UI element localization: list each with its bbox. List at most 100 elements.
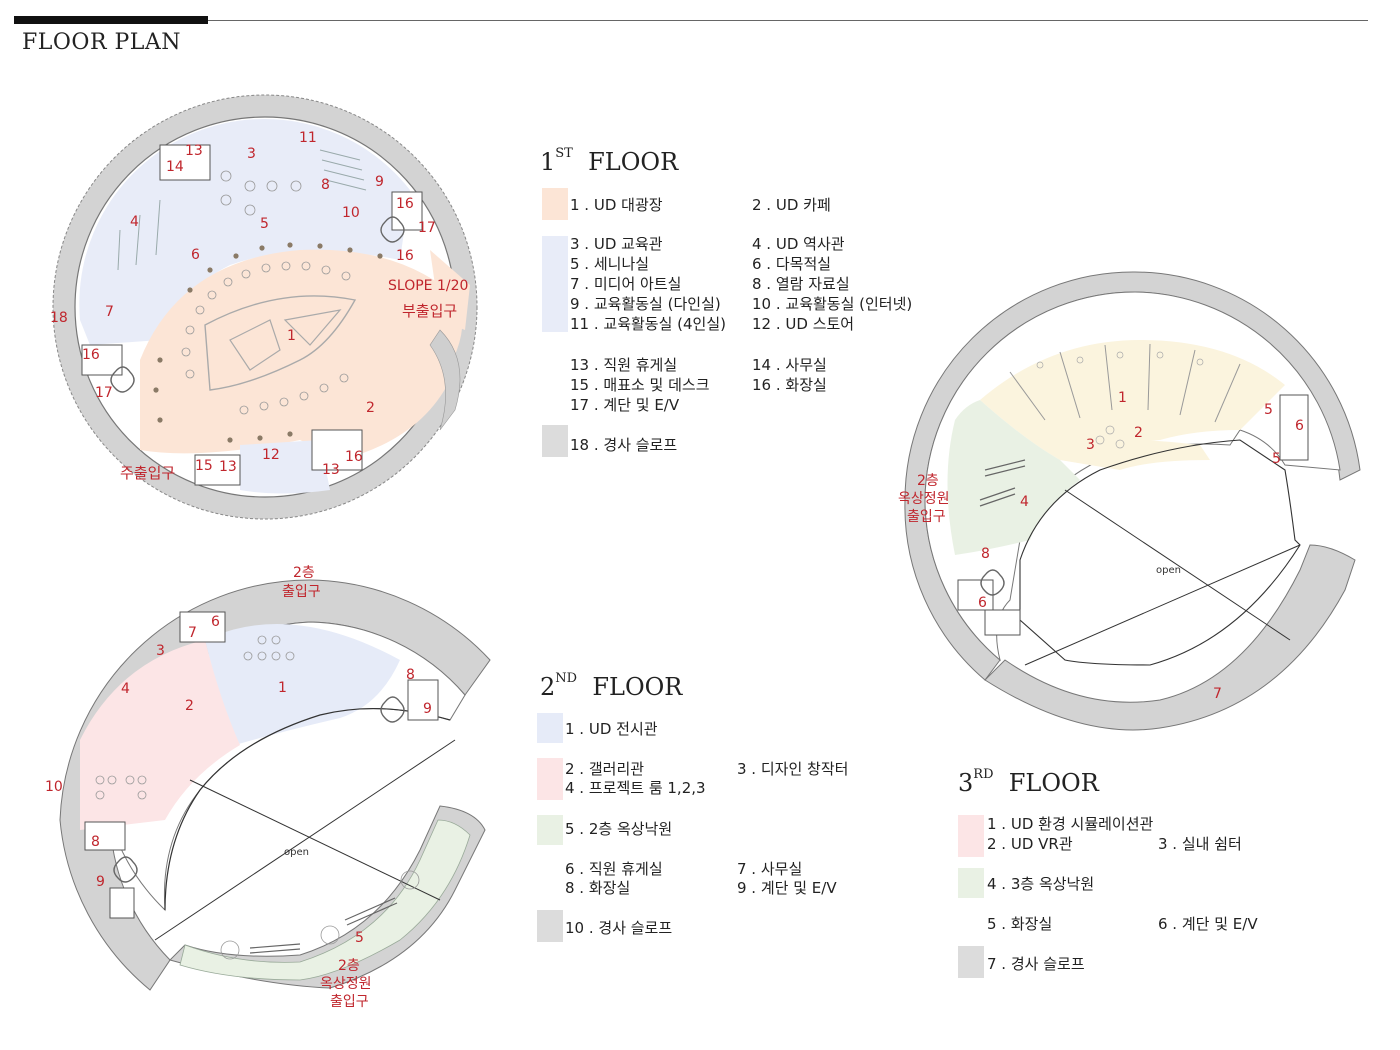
floor2-heading-sup: ND <box>555 671 578 686</box>
f1-label-13a: 13 <box>185 143 203 159</box>
floor1-swatch-orange <box>542 188 568 220</box>
floor1-legend-12: 12 . UD 스토어 <box>752 315 855 333</box>
f1-label-17a: 17 <box>418 220 436 236</box>
f3-label-6a: 6 <box>1295 418 1304 434</box>
f1-label-16b: 16 <box>396 248 414 264</box>
f1-slope-label: SLOPE 1/20 <box>388 278 468 294</box>
f1-label-3: 3 <box>247 146 256 162</box>
f2-label-8b: 8 <box>91 834 100 850</box>
f1-label-18: 18 <box>50 310 68 326</box>
floor1-legend-14: 14 . 사무실 <box>752 356 827 374</box>
floor2-swatch-blue <box>537 713 563 743</box>
floor1-legend-17: 17 . 계단 및 E/V <box>570 396 680 414</box>
page-title: FLOOR PLAN <box>22 30 182 55</box>
f3-garden-entry-1: 2층 <box>917 473 939 489</box>
floor1-legend-9: 9 . 교육활동실 (다인실) <box>570 295 721 313</box>
f2-label-9a: 9 <box>423 701 432 717</box>
floor2-legend-8: 8 . 화장실 <box>565 879 631 897</box>
f2-top-entry-2: 출입구 <box>282 584 321 600</box>
f1-label-15: 15 <box>195 458 213 474</box>
title-rule-thick <box>14 16 208 24</box>
floor2-plan: open 1 2 3 4 5 6 7 8 8 9 9 10 2층 출입구 2층 … <box>45 565 491 1010</box>
floor1-heading-num: 1 <box>540 148 556 176</box>
f3-label-7: 7 <box>1213 686 1222 702</box>
f2-garden-entry-2: 옥상정원 <box>320 976 372 992</box>
f1-label-4: 4 <box>130 214 139 230</box>
f1-label-6: 6 <box>191 247 200 263</box>
f3-label-6b: 6 <box>978 595 987 611</box>
floor1-heading-sup: ST <box>555 146 573 161</box>
f1-label-10: 10 <box>342 205 360 221</box>
floor2-legend-6: 6 . 직원 휴게실 <box>565 860 663 878</box>
floor1-legend-3: 3 . UD 교육관 <box>570 235 663 253</box>
f3-open-label: open <box>1156 565 1181 576</box>
f3-label-5a: 5 <box>1264 402 1273 418</box>
floor2-heading-num: 2 <box>540 673 556 701</box>
f2-label-4: 4 <box>121 681 130 697</box>
f3-garden-entry-2: 옥상정원 <box>898 491 950 507</box>
f1-label-13c: 13 <box>322 462 340 478</box>
floor3-legend-6: 6 . 계단 및 E/V <box>1158 915 1258 933</box>
f3-label-4: 4 <box>1020 494 1029 510</box>
f2-label-5: 5 <box>355 930 364 946</box>
f1-label-5: 5 <box>260 216 269 232</box>
floor1-swatch-gray <box>542 425 568 457</box>
floor3-legend-5: 5 . 화장실 <box>987 915 1053 933</box>
floor3-legend-2: 2 . UD VR관 <box>987 835 1073 853</box>
floor1-legend-7: 7 . 미디어 아트실 <box>570 275 682 293</box>
floor3-legend-4: 4 . 3층 옥상낙원 <box>987 875 1095 893</box>
f3-label-1: 1 <box>1118 390 1127 406</box>
floor2-legend-4: 4 . 프로젝트 룸 1,2,3 <box>565 779 706 797</box>
title-rule-thin <box>208 20 1368 21</box>
f3-label-8: 8 <box>981 546 990 562</box>
floor1-heading: 1ST FLOOR <box>540 146 679 176</box>
f1-label-1: 1 <box>287 328 296 344</box>
f2-garden-entry-1: 2층 <box>338 958 360 974</box>
floor3-plan: open 1 2 3 4 5 5 6 6 7 8 2층 옥상정원 출입구 <box>898 271 1361 731</box>
f2-label-8a: 8 <box>406 667 415 683</box>
floor1-legend-11: 11 . 교육활동실 (4인실) <box>570 315 727 333</box>
floor3-heading: 3RD FLOOR <box>958 767 1099 797</box>
floor2-swatch-gray <box>537 910 563 942</box>
f1-label-14: 14 <box>166 159 184 175</box>
floor2-legend-10: 10 . 경사 슬로프 <box>565 919 673 937</box>
floor1-heading-word: FLOOR <box>588 148 679 176</box>
f2-label-1: 1 <box>278 680 287 696</box>
floor1-swatch-blue <box>542 236 568 332</box>
floor2-heading: 2ND FLOOR <box>540 671 683 701</box>
f1-label-2: 2 <box>366 400 375 416</box>
f2-open-label: open <box>284 847 309 858</box>
floor1-legend-13: 13 . 직원 휴게실 <box>570 356 678 374</box>
floor2-legend-9: 9 . 계단 및 E/V <box>737 879 837 897</box>
f2-label-10: 10 <box>45 779 63 795</box>
f2-garden-entry-3: 출입구 <box>330 994 369 1010</box>
f1-label-16c: 16 <box>82 347 100 363</box>
floor2-heading-word: FLOOR <box>592 673 683 701</box>
floor2-legend-5: 5 . 2층 옥상낙원 <box>565 820 673 838</box>
f1-label-16d: 16 <box>345 449 363 465</box>
f1-label-13b: 13 <box>219 459 237 475</box>
f1-label-17b: 17 <box>95 385 113 401</box>
floor3-legend-1: 1 . UD 환경 시뮬레이션관 <box>987 815 1154 833</box>
f1-main-entrance: 주출입구 <box>120 464 175 482</box>
f1-label-8: 8 <box>321 177 330 193</box>
floor3-legend-3: 3 . 실내 쉼터 <box>1158 835 1242 853</box>
floor1-plan: 1 2 3 4 5 6 7 8 9 10 11 12 13 13 13 14 1… <box>50 94 478 520</box>
f1-label-11: 11 <box>299 130 317 146</box>
f2-label-2: 2 <box>185 698 194 714</box>
floor3-legend-7: 7 . 경사 슬로프 <box>987 955 1085 973</box>
floor3-swatch-green <box>958 868 984 898</box>
floor2-legend-7: 7 . 사무실 <box>737 860 803 878</box>
floor1-legend-5: 5 . 세니나실 <box>570 255 650 273</box>
f3-label-5b: 5 <box>1272 451 1281 467</box>
f2-top-entry-1: 2층 <box>293 565 315 581</box>
floor2-legend-1: 1 . UD 전시관 <box>565 720 658 738</box>
f2-label-6: 6 <box>211 614 220 630</box>
f2-label-7: 7 <box>188 625 197 641</box>
f1-label-16a: 16 <box>396 196 414 212</box>
floor1-legend-4: 4 . UD 역사관 <box>752 235 845 253</box>
floor1-legend-15: 15 . 매표소 및 데스크 <box>570 376 710 394</box>
floor2-swatch-pink <box>537 758 563 800</box>
f2-label-3: 3 <box>156 643 165 659</box>
floor3-heading-sup: RD <box>973 767 994 782</box>
